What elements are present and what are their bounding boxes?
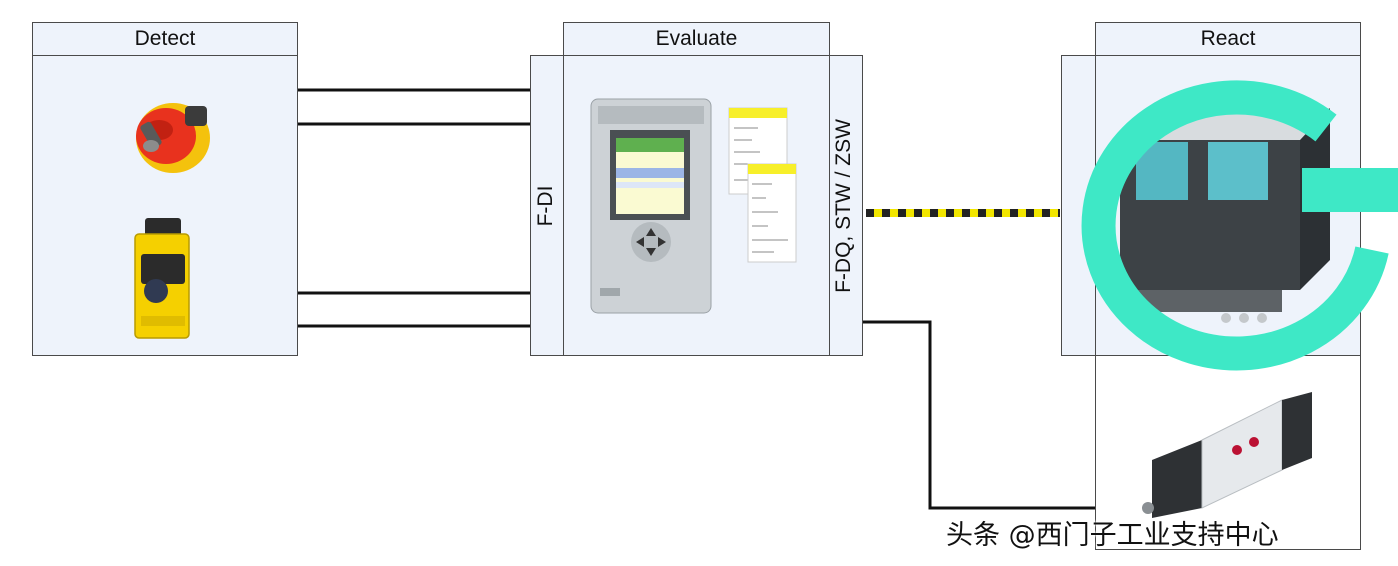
evaluate-panel [563, 55, 830, 356]
evaluate-input-strip [530, 55, 564, 356]
cycle-arrow-icon [1081, 80, 1389, 371]
safety-plc-icon [590, 98, 712, 314]
drive-icon [1120, 108, 1330, 323]
program-listing-icon [728, 107, 797, 263]
react-title: React [1200, 27, 1256, 50]
safety-switch-icon [134, 218, 190, 339]
detect-panel [32, 55, 298, 356]
pneumatic-valve-icon [1142, 392, 1312, 518]
evaluate-title: Evaluate [655, 27, 738, 50]
detect-title: Detect [134, 27, 196, 50]
emergency-stop-icon [136, 103, 210, 173]
wire-fdq-valve [862, 320, 1150, 510]
evaluate-header: Evaluate [563, 22, 830, 56]
watermark-text: 头条 @西门子工业支持中心 [946, 520, 1279, 551]
detect-header: Detect [32, 22, 298, 56]
evaluate-output-strip [829, 55, 863, 356]
